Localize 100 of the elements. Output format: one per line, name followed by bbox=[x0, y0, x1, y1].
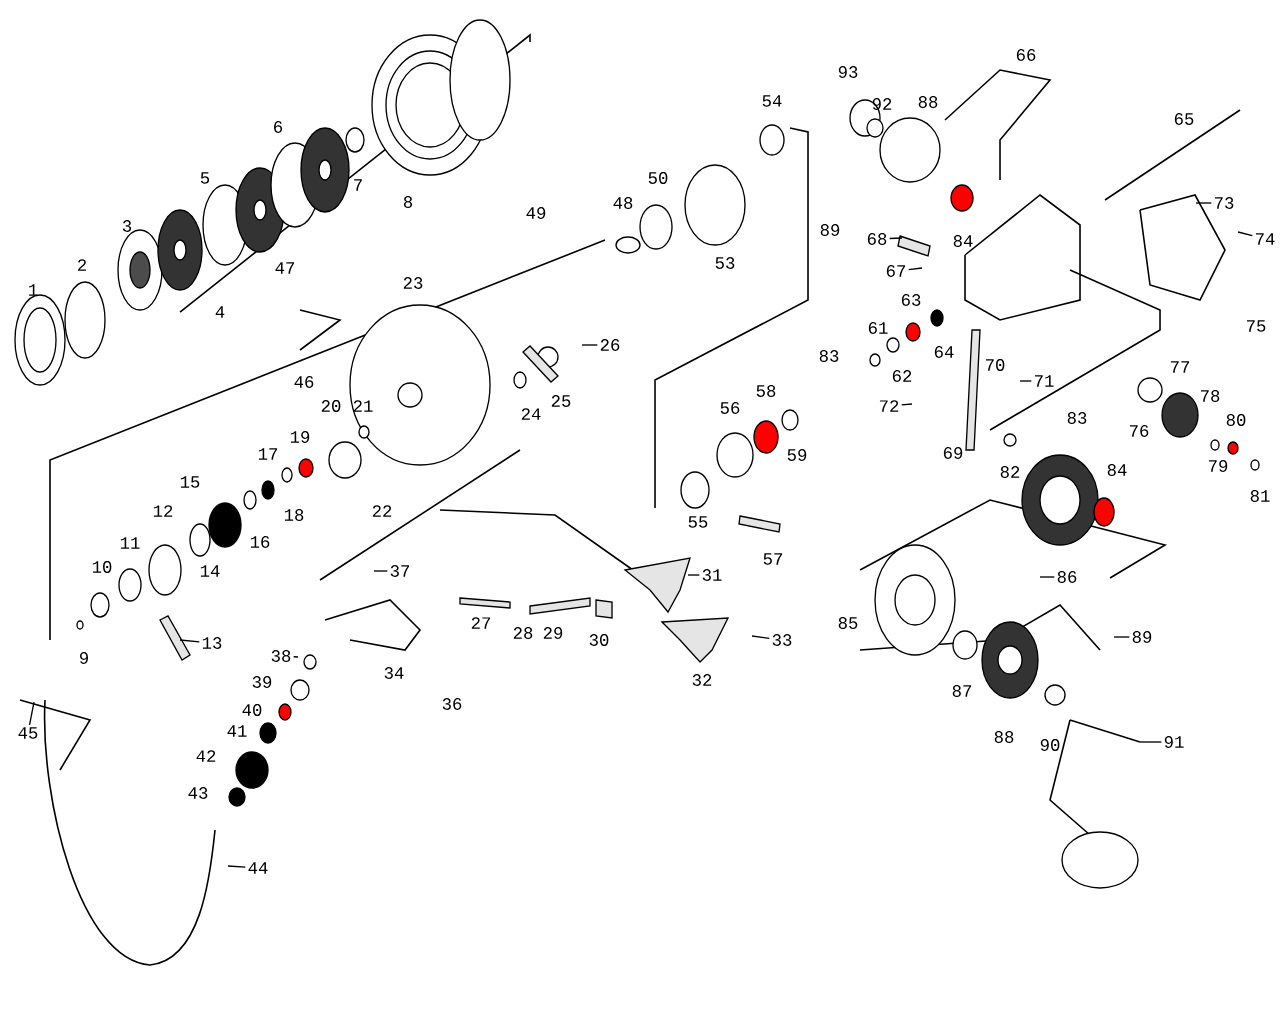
callout-number: 5 bbox=[200, 172, 210, 184]
callout-number: 63 bbox=[901, 294, 921, 306]
callout-number: 54 bbox=[762, 95, 782, 107]
callout-number: 21 bbox=[353, 400, 373, 412]
callout-number: 92 bbox=[872, 98, 892, 110]
callout-number: 43 bbox=[188, 787, 208, 799]
leader-line bbox=[581, 344, 598, 346]
callout-number: 89 bbox=[820, 224, 840, 236]
callout-number: 9 bbox=[80, 652, 88, 664]
callout-number: 58 bbox=[756, 385, 776, 397]
callout-number: 12 bbox=[153, 505, 173, 517]
callout-number: 81 bbox=[1250, 490, 1270, 502]
leader-line bbox=[1237, 231, 1253, 237]
callout-number: 70 bbox=[985, 359, 1005, 371]
callout-number: 72 bbox=[879, 400, 899, 412]
callout-number: 7 bbox=[354, 179, 362, 191]
callout-number: 89 bbox=[1132, 631, 1152, 643]
callout-number: 79 bbox=[1208, 460, 1228, 472]
leader-line bbox=[1019, 380, 1032, 382]
callout-number: 50 bbox=[648, 172, 668, 184]
callout-number: 91 bbox=[1164, 736, 1184, 748]
callout-number: 44 bbox=[248, 862, 268, 874]
leader-line bbox=[373, 570, 388, 572]
leader-line bbox=[293, 656, 299, 658]
callout-number: 40 bbox=[242, 704, 262, 716]
callout-number: 19 bbox=[290, 431, 310, 443]
callout-number: 23 bbox=[403, 277, 423, 289]
callout-number: 2 bbox=[78, 259, 86, 271]
callout-number: 66 bbox=[1016, 49, 1036, 61]
callout-number: 20 bbox=[321, 400, 341, 412]
callout-number: 24 bbox=[521, 408, 541, 420]
leader-line bbox=[227, 865, 246, 868]
callout-number: 18 bbox=[284, 509, 304, 521]
callout-number: 84 bbox=[1107, 464, 1127, 476]
callout-number: 49 bbox=[526, 207, 546, 219]
leader-line bbox=[1139, 741, 1162, 743]
callout-number: 29 bbox=[543, 627, 563, 639]
callout-number: 75 bbox=[1246, 320, 1266, 332]
callout-number: 56 bbox=[720, 402, 740, 414]
callout-number: 25 bbox=[551, 395, 571, 407]
callout-number: 33 bbox=[772, 634, 792, 646]
callout-number: 59 bbox=[787, 449, 807, 461]
callout-number: 38 bbox=[271, 650, 291, 662]
callout-number: 16 bbox=[250, 536, 270, 548]
callout-number: 34 bbox=[384, 667, 404, 679]
callout-number: 55 bbox=[688, 516, 708, 528]
callout-number: 31 bbox=[702, 569, 722, 581]
callout-number: 28 bbox=[513, 627, 533, 639]
callout-number: 67 bbox=[886, 265, 906, 277]
callout-number: 27 bbox=[471, 617, 491, 629]
callout-number: 8 bbox=[403, 196, 413, 208]
callout-number: 32 bbox=[692, 674, 712, 686]
callout-number: 73 bbox=[1214, 197, 1234, 209]
callout-number: 80 bbox=[1226, 414, 1246, 426]
leader-line bbox=[889, 237, 903, 240]
callout-number: 86 bbox=[1057, 571, 1077, 583]
callout-number: 46 bbox=[294, 376, 314, 388]
callout-number: 85 bbox=[838, 617, 858, 629]
callout-number: 53 bbox=[715, 257, 735, 269]
callout-number: 10 bbox=[92, 561, 112, 573]
callout-number: 30 bbox=[589, 634, 609, 646]
leader-line bbox=[1113, 636, 1130, 638]
callout-number: 41 bbox=[227, 725, 247, 737]
callout-number: 17 bbox=[258, 448, 278, 460]
callout-number: 77 bbox=[1170, 361, 1190, 373]
callout-number: 83 bbox=[1067, 412, 1087, 424]
callout-number: 93 bbox=[838, 66, 858, 78]
callout-number: 69 bbox=[943, 447, 963, 459]
callout-number: 3 bbox=[122, 220, 132, 232]
callout-number: 90 bbox=[1040, 739, 1060, 751]
callout-number: 42 bbox=[196, 750, 216, 762]
leader-line bbox=[1039, 576, 1055, 578]
leader-line bbox=[751, 635, 770, 639]
callout-number: 71 bbox=[1034, 375, 1054, 387]
callout-number: 62 bbox=[892, 370, 912, 382]
callout-number: 14 bbox=[200, 565, 220, 577]
callout-number: 74 bbox=[1255, 233, 1275, 245]
leader-line bbox=[687, 574, 700, 576]
callout-number: 88 bbox=[918, 96, 938, 108]
callout-number: 84 bbox=[953, 235, 973, 247]
leader-line bbox=[908, 267, 923, 271]
callout-number: 37 bbox=[390, 565, 410, 577]
callout-number: 45 bbox=[18, 727, 38, 739]
callout-number: 82 bbox=[1000, 466, 1020, 478]
callout-number: 64 bbox=[934, 346, 954, 358]
callout-number: 11 bbox=[120, 537, 140, 549]
callout-number: 26 bbox=[600, 339, 620, 351]
callout-number: 87 bbox=[952, 685, 972, 697]
callout-number: 47 bbox=[275, 262, 295, 274]
callout-number: 15 bbox=[180, 476, 200, 488]
callout-number: 13 bbox=[202, 637, 222, 649]
leader-line bbox=[1195, 202, 1212, 204]
callout-number: 36 bbox=[442, 698, 462, 710]
callout-number: 48 bbox=[613, 197, 633, 209]
callout-number: 22 bbox=[372, 505, 392, 517]
leader-line bbox=[28, 701, 35, 726]
callout-number: 39 bbox=[252, 676, 272, 688]
callout-number: 57 bbox=[763, 553, 783, 565]
callout-number: 88 bbox=[994, 731, 1014, 743]
callout-number: 76 bbox=[1129, 425, 1149, 437]
